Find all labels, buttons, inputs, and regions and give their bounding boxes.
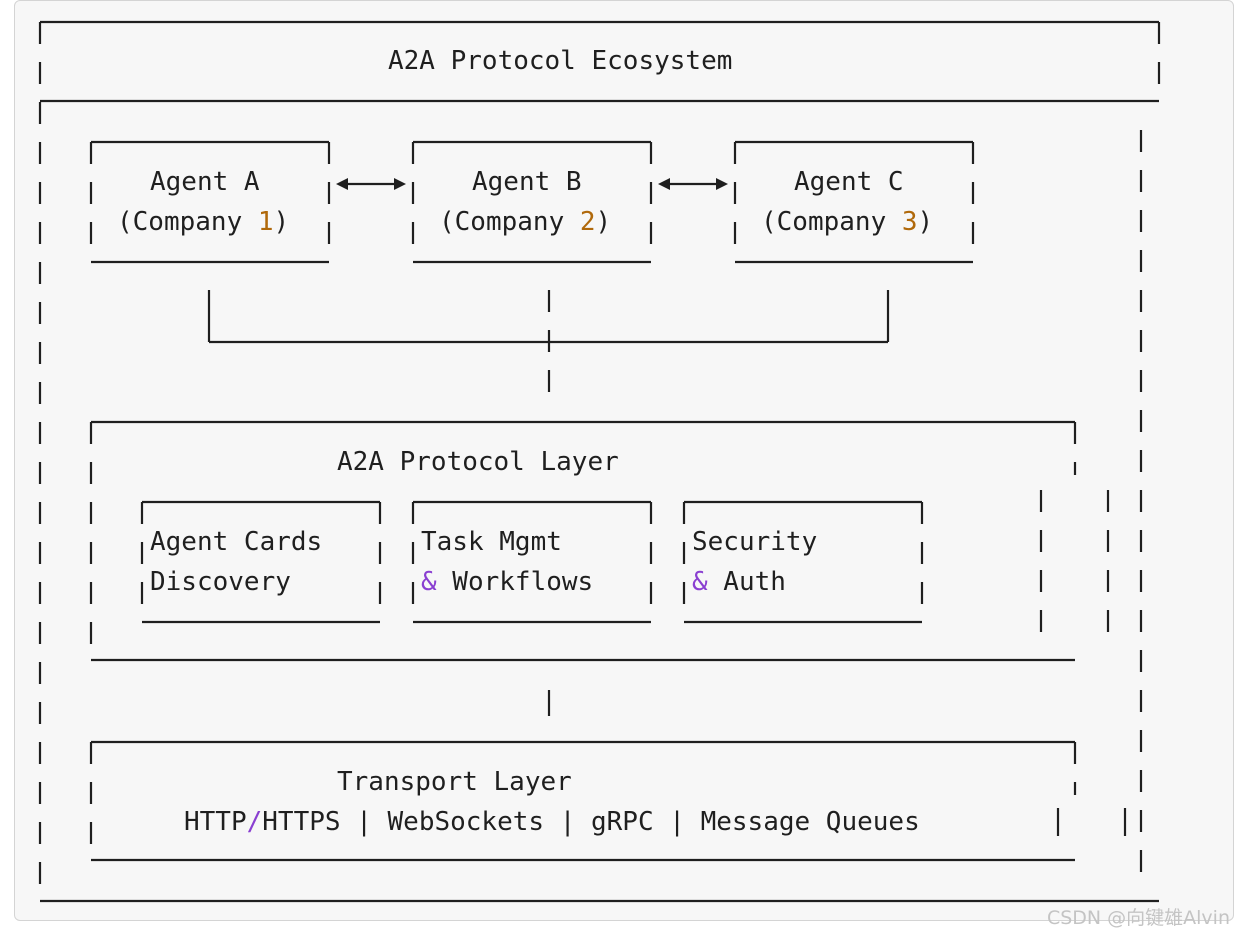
protocol-layer-title: A2A Protocol Layer bbox=[337, 447, 619, 477]
slash-symbol: / bbox=[246, 807, 263, 837]
transport-layer-title: Transport Layer bbox=[337, 767, 572, 797]
agent-connector bbox=[207, 290, 890, 394]
agent-b-company-number: 2 bbox=[579, 207, 596, 237]
component-task-line1: Task Mgmt bbox=[421, 527, 562, 557]
agent-b-name: Agent B bbox=[472, 167, 582, 197]
agent-a-name: Agent A bbox=[150, 167, 260, 197]
agent-a-company: (Company 1) bbox=[117, 207, 290, 237]
protocol-layer-box bbox=[89, 420, 1110, 662]
agent-box-c bbox=[733, 140, 975, 264]
ampersand-symbol: & bbox=[692, 567, 708, 597]
transport-protocols: HTTP/HTTPS | WebSockets | gRPC | Message… bbox=[184, 807, 920, 837]
transport-layer-box bbox=[89, 740, 1127, 862]
component-box-security bbox=[682, 500, 924, 624]
agent-a-company-number: 1 bbox=[257, 207, 274, 237]
component-discovery-line2: Discovery bbox=[150, 567, 291, 597]
agent-b-company: (Company 2) bbox=[439, 207, 612, 237]
ecosystem-title: A2A Protocol Ecosystem bbox=[388, 46, 733, 76]
arrow-b-c bbox=[658, 178, 728, 190]
ampersand-symbol: & bbox=[421, 567, 437, 597]
component-security-line1: Security bbox=[692, 527, 818, 557]
component-box-task bbox=[411, 500, 653, 624]
component-security-line2: & Auth bbox=[692, 567, 786, 597]
agent-box-b bbox=[411, 140, 653, 264]
agent-c-company-number: 3 bbox=[901, 207, 918, 237]
diagram-panel bbox=[14, 0, 1234, 921]
component-discovery-line1: Agent Cards bbox=[150, 527, 323, 557]
component-task-line2: & Workflows bbox=[421, 567, 594, 597]
component-box-discovery bbox=[140, 500, 382, 624]
agent-box-a bbox=[89, 140, 331, 264]
watermark: CSDN @向键雄Alvin bbox=[1046, 907, 1230, 929]
agent-c-company: (Company 3) bbox=[761, 207, 934, 237]
arrow-a-b bbox=[336, 178, 406, 190]
agent-c-name: Agent C bbox=[794, 167, 904, 197]
